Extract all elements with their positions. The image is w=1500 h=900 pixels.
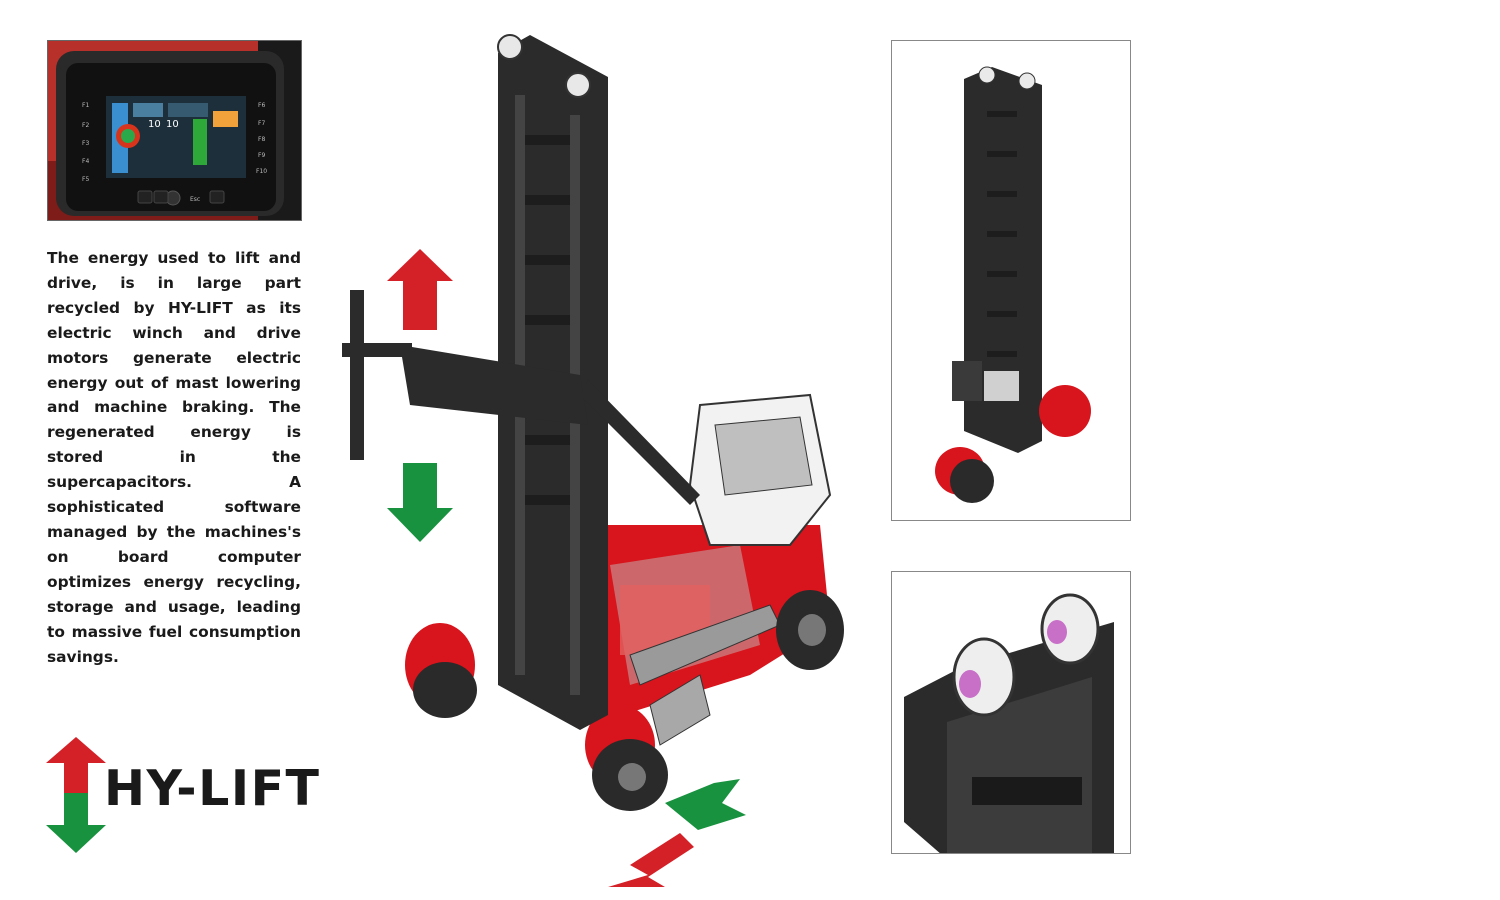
display-key-f4[interactable]: F4 (82, 158, 89, 165)
mast-top-detail-frame (891, 571, 1131, 854)
display-key-f2[interactable]: F2 (82, 122, 89, 129)
mast-top-detail-illustration (904, 593, 1114, 853)
display-key-f9[interactable]: F9 (258, 152, 265, 159)
display-key-esc[interactable]: Esc (190, 196, 200, 203)
display-key-f10[interactable]: F10 (256, 168, 267, 175)
mast-detail-illustration (935, 66, 1091, 503)
display-key-f5[interactable]: F5 (82, 176, 89, 183)
reach-stacker-illustration (342, 34, 844, 887)
control-display-photo: 10 10 F1 F2 F3 F4 F5 F6 F7 F8 F9 F10 Esc (47, 40, 302, 221)
display-readout: 10 (148, 119, 161, 130)
display-key-f8[interactable]: F8 (258, 136, 265, 143)
front-right-wheel (585, 705, 668, 811)
display-key-f1[interactable]: F1 (82, 102, 89, 109)
mast-detail-frame (891, 40, 1131, 521)
lift-up-arrow-icon (387, 249, 453, 330)
rear-wheel (776, 590, 844, 670)
hy-lift-logo (46, 737, 106, 853)
drive-back-arrow-icon (608, 833, 694, 887)
display-key-f3[interactable]: F3 (82, 140, 89, 147)
display-readout: 10 (166, 119, 179, 130)
control-display-illustration: 10 10 F1 F2 F3 F4 F5 F6 F7 F8 F9 F10 Esc (48, 41, 301, 220)
logo-text: HY-LIFT (104, 760, 321, 817)
lift-down-arrow-icon (387, 463, 453, 542)
logo-up-arrow-icon (46, 737, 106, 795)
sheave-right-icon (1040, 593, 1100, 665)
energy-description: The energy used to lift and drive, is in… (47, 249, 301, 666)
drive-forward-arrow-icon (665, 779, 746, 830)
display-key-f6[interactable]: F6 (258, 102, 265, 109)
boom-spreader (342, 290, 700, 505)
display-key-f7[interactable]: F7 (258, 120, 265, 127)
mast-detail-red-roller (1039, 385, 1091, 437)
logo-down-arrow-icon (46, 793, 106, 853)
front-left-wheel (405, 623, 477, 718)
